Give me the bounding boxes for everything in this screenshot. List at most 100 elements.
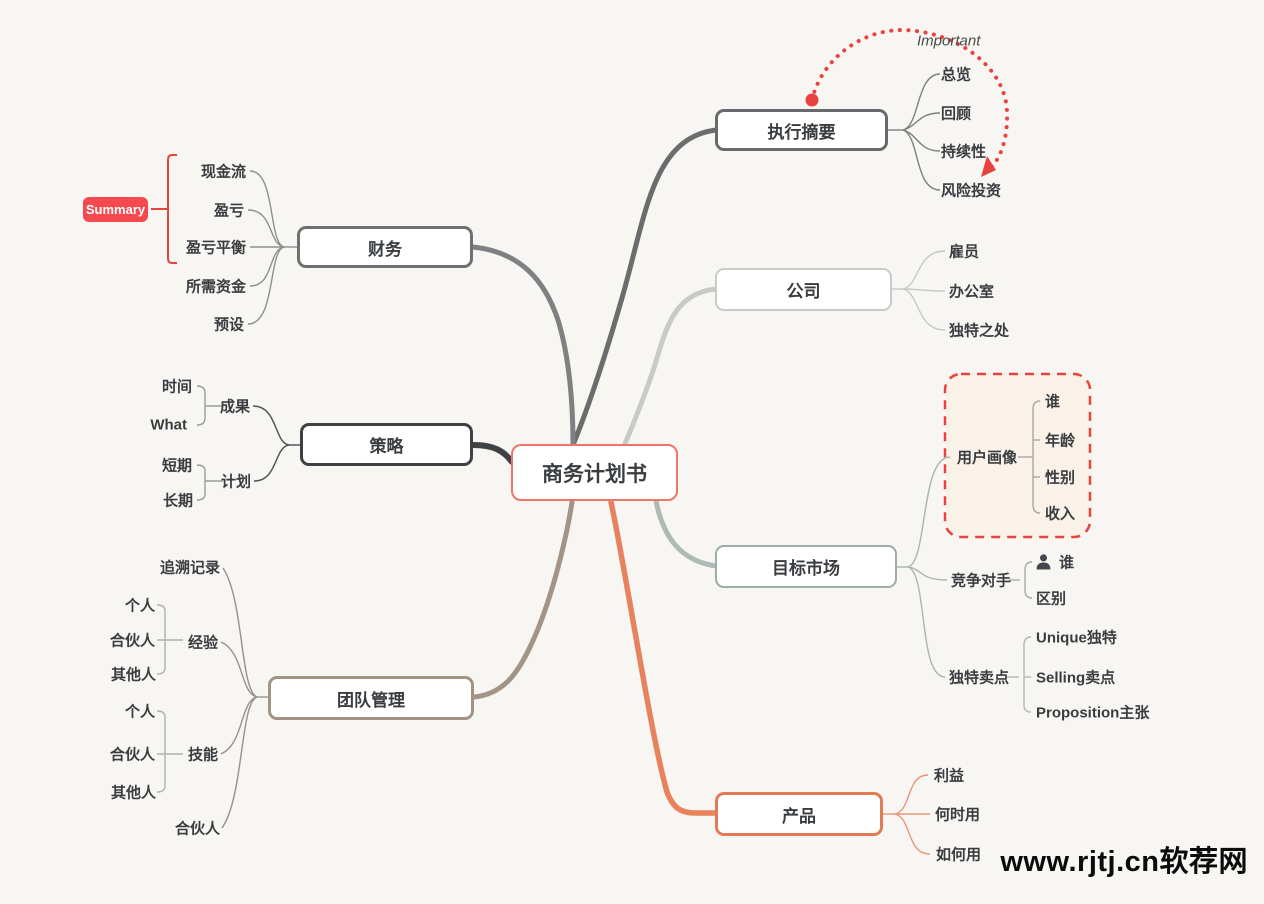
topic-strategy-plan[interactable]: 计划 (220, 473, 251, 491)
connector-team-skills (220, 696, 258, 755)
topic-company-employees[interactable]: 雇员 (949, 243, 980, 261)
node-strategy-label: 策略 (369, 437, 404, 456)
connector-finance-assumptions (247, 246, 285, 325)
topic-exec-overview[interactable]: 总览 (941, 66, 972, 84)
topic-company-uniqueness[interactable]: 独特之处 (949, 322, 1010, 340)
topic-experience-partner[interactable]: 合伙人 (109, 632, 155, 650)
important-arrowhead-icon (981, 156, 996, 177)
connector-team-partner (221, 696, 258, 829)
bracket-outcome (196, 385, 206, 426)
connector-product-how (894, 813, 931, 855)
connector-company-employees (902, 250, 946, 290)
node-target-market-label: 目标市场 (772, 559, 840, 578)
connector-exec-sustainability (902, 129, 941, 152)
branch-target-market (653, 497, 719, 569)
topic-plan-long[interactable]: 长期 (162, 492, 193, 510)
node-strategy[interactable]: 策略 (300, 423, 473, 466)
node-company[interactable]: 公司 (715, 268, 892, 311)
topic-usp-unique[interactable]: Unique独特 (1036, 629, 1117, 647)
topic-usp[interactable]: 独特卖点 (949, 669, 1010, 687)
node-team[interactable]: 团队管理 (268, 676, 474, 720)
node-finance-label: 财务 (368, 239, 402, 259)
bracket-persona (1032, 400, 1041, 514)
branch-company (621, 286, 719, 449)
topic-skills-partner[interactable]: 合伙人 (109, 746, 155, 764)
node-team-label: 团队管理 (337, 690, 405, 710)
connector-market-competitors (907, 566, 948, 581)
connector-finance-cashflow (249, 170, 285, 248)
summary-badge[interactable]: Summary (83, 197, 148, 222)
topic-skills-personal[interactable]: 个人 (124, 703, 155, 721)
topic-experience-others[interactable]: 其他人 (110, 666, 156, 684)
topic-finance-funds[interactable]: 所需资金 (185, 278, 246, 296)
node-executive-summary-label: 执行摘要 (767, 122, 836, 142)
topic-persona-age[interactable]: 年龄 (1045, 432, 1076, 450)
connector-exec-venture (902, 129, 941, 191)
topic-persona-income[interactable]: 收入 (1045, 505, 1076, 523)
important-dotted-arrow (810, 27, 1010, 173)
bracket-skills (156, 710, 166, 793)
topic-competitors-who[interactable]: 谁 (1059, 554, 1075, 572)
topic-team-skills[interactable]: 技能 (187, 746, 218, 764)
connector-team-experience (220, 641, 258, 698)
topic-user-persona[interactable]: 用户画像 (957, 449, 1018, 467)
connector-company-office (902, 288, 946, 292)
topic-finance-profitloss[interactable]: 盈亏 (213, 202, 244, 220)
branch-strategy (470, 442, 515, 465)
topic-competitors-difference[interactable]: 区别 (1036, 590, 1067, 608)
node-product[interactable]: 产品 (715, 792, 883, 836)
topic-finance-breakeven[interactable]: 盈亏平衡 (185, 239, 246, 257)
topic-strategy-outcome[interactable]: 成果 (219, 398, 250, 416)
connector-team-track (222, 567, 258, 698)
topic-product-benefit[interactable]: 利益 (934, 767, 965, 785)
topic-company-office[interactable]: 办公室 (949, 283, 995, 301)
branch-finance (470, 244, 576, 447)
topic-finance-cashflow[interactable]: 现金流 (200, 163, 246, 181)
topic-persona-gender[interactable]: 性别 (1045, 469, 1076, 487)
connector-strategy-plan (253, 444, 290, 482)
branch-team (471, 499, 575, 700)
person-icon[interactable] (1036, 554, 1051, 570)
topic-finance-assumptions[interactable]: 预设 (213, 316, 244, 334)
topic-plan-short[interactable]: 短期 (161, 457, 192, 475)
branch-executive-summary (570, 127, 719, 448)
connector-market-usp (907, 566, 946, 678)
branch-product (608, 499, 719, 816)
connector-market-persona (907, 456, 951, 568)
topic-exec-venture[interactable]: 风险投资 (941, 182, 1002, 200)
node-target-market[interactable]: 目标市场 (715, 545, 897, 588)
topic-outcome-what[interactable]: What (150, 416, 187, 434)
bracket-plan (196, 464, 206, 501)
topic-team-experience[interactable]: 经验 (187, 634, 218, 652)
topic-usp-proposition[interactable]: Proposition主张 (1036, 704, 1150, 722)
watermark-text: www.rjtj.cn软荐网 (1000, 846, 1248, 878)
bracket-usp (1023, 636, 1032, 713)
topic-exec-review[interactable]: 回顾 (941, 105, 972, 123)
topic-team-partner[interactable]: 合伙人 (174, 820, 220, 838)
node-root-label: 商务计划书 (542, 462, 647, 486)
node-root[interactable]: 商务计划书 (511, 444, 678, 501)
connector-exec-overview (902, 73, 941, 131)
important-arrow-origin-dot (805, 93, 819, 107)
connector-strategy-outcome (252, 405, 290, 446)
topic-outcome-time[interactable]: 时间 (161, 378, 192, 396)
topic-product-when[interactable]: 何时用 (935, 806, 981, 824)
important-callout-label[interactable]: Important (917, 32, 981, 50)
user-persona-boundary-box[interactable] (943, 372, 1092, 539)
topic-usp-selling[interactable]: Selling卖点 (1036, 669, 1116, 687)
summary-bracket (167, 154, 177, 264)
node-finance[interactable]: 财务 (297, 226, 473, 268)
connector-finance-profitloss (247, 209, 285, 248)
topic-experience-personal[interactable]: 个人 (124, 597, 155, 615)
connector-exec-review (902, 112, 941, 131)
topic-exec-sustainability[interactable]: 持续性 (941, 143, 987, 161)
topic-product-how[interactable]: 如何用 (936, 846, 982, 864)
node-executive-summary[interactable]: 执行摘要 (715, 109, 888, 151)
topic-skills-others[interactable]: 其他人 (110, 784, 156, 802)
topic-team-track[interactable]: 追溯记录 (159, 559, 220, 577)
topic-competitors[interactable]: 竞争对手 (951, 572, 1012, 590)
topic-persona-who[interactable]: 谁 (1045, 393, 1061, 411)
node-company-label: 公司 (786, 282, 821, 301)
